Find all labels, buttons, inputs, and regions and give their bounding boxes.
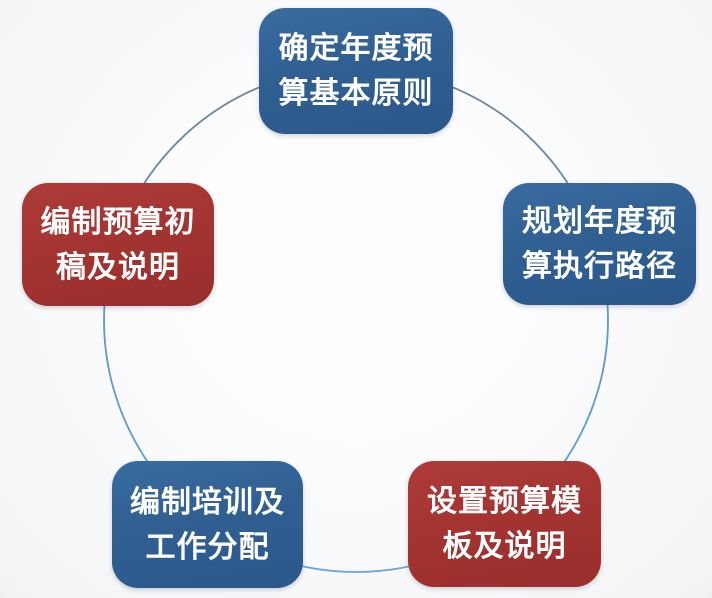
node-label-line1: 设置预算模 [427,484,582,519]
node-label-line1: 确定年度预 [278,31,434,66]
cycle-node-determine-annual-budget-principles: 确定年度预 算基本原则 [259,8,453,134]
node-label-line2: 算执行路径 [522,249,677,284]
cycle-node-draft-budget-and-notes: 编制预算初 稿及说明 [22,183,214,306]
cycle-node-set-budget-template-and-notes: 设置预算模 板及说明 [408,461,601,587]
node-label-line2: 板及说明 [442,529,567,564]
node-label-line1: 规划年度预 [522,204,677,239]
node-label-line1: 编制培训及 [130,484,285,520]
node-label-line2: 工作分配 [145,529,270,565]
cycle-node-training-and-work-allocation: 编制培训及 工作分配 [112,461,303,588]
node-label-line2: 稿及说明 [56,249,180,285]
node-label-line2: 算基本原则 [278,76,434,111]
cycle-node-plan-budget-execution-path: 规划年度预 算执行路径 [503,183,696,305]
node-label-line1: 编制预算初 [40,204,196,240]
